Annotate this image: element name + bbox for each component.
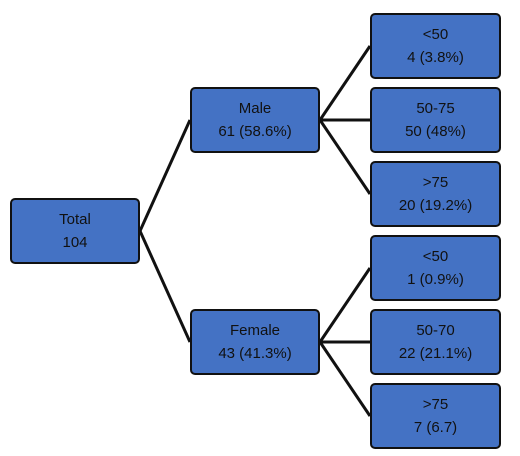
node-value: 50 (48%) [405, 123, 466, 140]
connector-female-lt50 [318, 267, 372, 343]
connector-male-lt50 [318, 45, 372, 121]
node-label: Female [229, 321, 281, 339]
female-node: Female 43 (41.3%) [190, 309, 320, 375]
total-node: Total 104 [10, 198, 140, 264]
node-value: 4 (3.8%) [407, 49, 464, 66]
male-under-50-node: <50 4 (3.8%) [370, 13, 501, 79]
female-over-75-node: >75 7 (6.7) [370, 383, 501, 449]
node-value: 22 (21.1%) [398, 345, 473, 362]
female-50-70-node: 50-70 22 (21.1%) [370, 309, 501, 375]
node-label: Total [59, 210, 91, 228]
female-under-50-node: <50 1 (0.9%) [370, 235, 501, 301]
node-label: >75 [422, 173, 449, 191]
node-label: Male [238, 99, 272, 117]
connector-total-male [138, 119, 192, 232]
node-label: >75 [422, 395, 449, 413]
node-value: 104 [62, 234, 88, 251]
male-node: Male 61 (58.6%) [190, 87, 320, 153]
node-value: 43 (41.3%) [218, 345, 292, 362]
node-value: 61 (58.6%) [218, 123, 292, 140]
node-label: <50 [422, 247, 449, 265]
node-label: <50 [422, 25, 449, 43]
node-value: 7 (6.7) [413, 419, 458, 436]
connector-total-female [138, 230, 192, 343]
node-value: 1 (0.9%) [407, 271, 464, 288]
node-value: 20 (19.2%) [398, 197, 473, 214]
connector-female-gt75 [318, 341, 372, 417]
node-label: 50-75 [416, 99, 455, 117]
node-label: 50-70 [416, 321, 455, 339]
male-over-75-node: >75 20 (19.2%) [370, 161, 501, 227]
male-50-75-node: 50-75 50 (48%) [370, 87, 501, 153]
connector-male-gt75 [318, 119, 372, 195]
